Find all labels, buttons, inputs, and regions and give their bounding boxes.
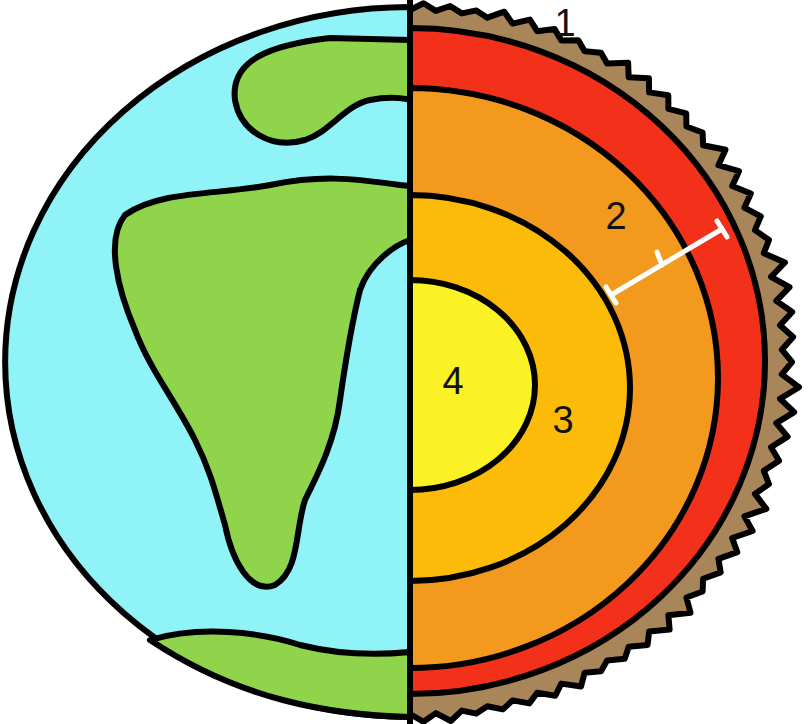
- callout-number: 4: [442, 362, 463, 400]
- continent: [150, 632, 410, 717]
- continent: [235, 38, 410, 143]
- inner-core: [410, 280, 535, 490]
- callout-number: 3: [552, 401, 573, 439]
- upper-layer: [410, 28, 765, 694]
- crust: [410, 3, 799, 722]
- callout-number: 2: [605, 197, 626, 235]
- continent: [115, 179, 410, 587]
- divider-line: [407, 0, 413, 724]
- mantle: [410, 88, 718, 668]
- ocean: [5, 7, 410, 717]
- outer-core: [410, 195, 630, 581]
- callout-number: 1: [554, 4, 575, 42]
